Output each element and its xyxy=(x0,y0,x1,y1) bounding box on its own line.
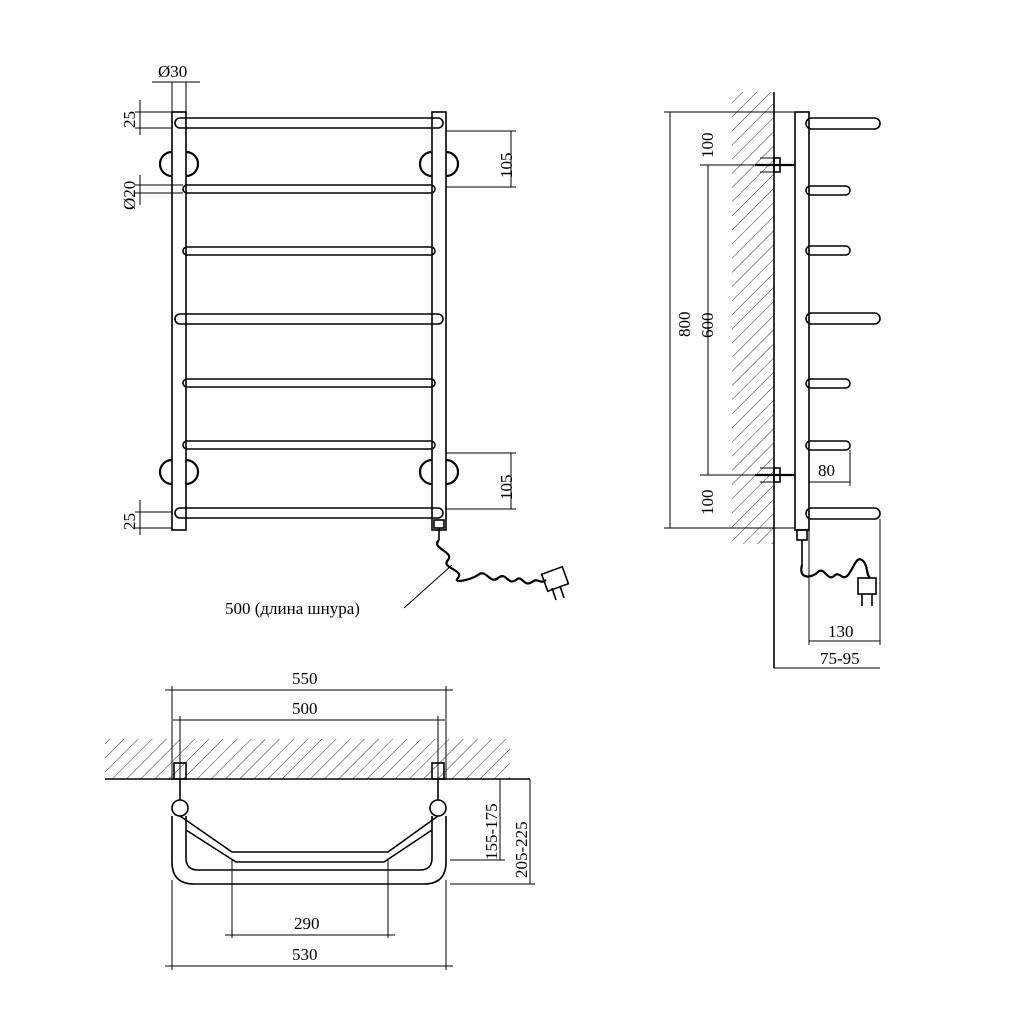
cord-length-label: 500 (длина шнура) xyxy=(225,599,360,618)
top-offset-dim: 25 xyxy=(120,111,139,128)
top-wall-hatch xyxy=(105,739,510,779)
depth-dim: 130 xyxy=(828,622,854,641)
pipe-diameter-dim: Ø30 xyxy=(158,62,187,81)
top-view: 550 500 290 530 155-175 205-225 xyxy=(105,669,535,970)
overall-width-dim: 550 xyxy=(292,669,318,688)
mount-width-dim: 500 xyxy=(292,699,318,718)
total-height-dim: 800 xyxy=(675,312,694,338)
wall-hatch xyxy=(732,92,774,544)
side-wall-brackets xyxy=(755,157,795,483)
bottom-offset-dim: 25 xyxy=(120,513,139,530)
front-view: Ø30 25 Ø20 25 105 105 500 (длина шнура) xyxy=(120,62,570,618)
rung xyxy=(182,440,436,450)
outer-depth-dim: 205-225 xyxy=(512,821,531,878)
rung xyxy=(174,313,444,325)
power-plug xyxy=(540,565,570,601)
bottom-mount-dim: 105 xyxy=(497,475,516,501)
mount-spacing-dim: 600 xyxy=(698,313,717,339)
wall-distance-dim: 75-95 xyxy=(820,649,860,668)
rung xyxy=(182,246,436,256)
side-power-plug xyxy=(857,577,877,606)
rungs xyxy=(174,117,444,519)
rung-diameter-dim: Ø20 xyxy=(120,181,139,210)
inner-rung-shape xyxy=(179,815,439,853)
rung xyxy=(182,184,436,194)
left-vertical-pipe xyxy=(171,111,187,531)
rung xyxy=(174,117,444,129)
rung xyxy=(182,378,436,388)
top-mount-dim: 105 xyxy=(497,153,516,179)
side-rungs xyxy=(805,117,881,520)
inner-width-dim: 290 xyxy=(294,914,320,933)
rung xyxy=(174,507,444,519)
side-power-cord xyxy=(800,558,871,579)
outer-rung-shape xyxy=(171,816,447,885)
bottom-width-dim: 530 xyxy=(292,945,318,964)
inner-depth-dim: 155-175 xyxy=(482,803,501,860)
power-cord xyxy=(435,539,547,585)
heater-connector xyxy=(433,519,445,529)
bottom-gap-dim: 100 xyxy=(698,490,717,516)
right-vertical-pipe xyxy=(431,111,447,531)
rung-depth-dim: 80 xyxy=(818,461,835,480)
side-view: 800 600 100 100 80 130 75-95 xyxy=(664,92,881,669)
wall-mounts xyxy=(158,150,460,486)
top-gap-dim: 100 xyxy=(698,133,717,159)
